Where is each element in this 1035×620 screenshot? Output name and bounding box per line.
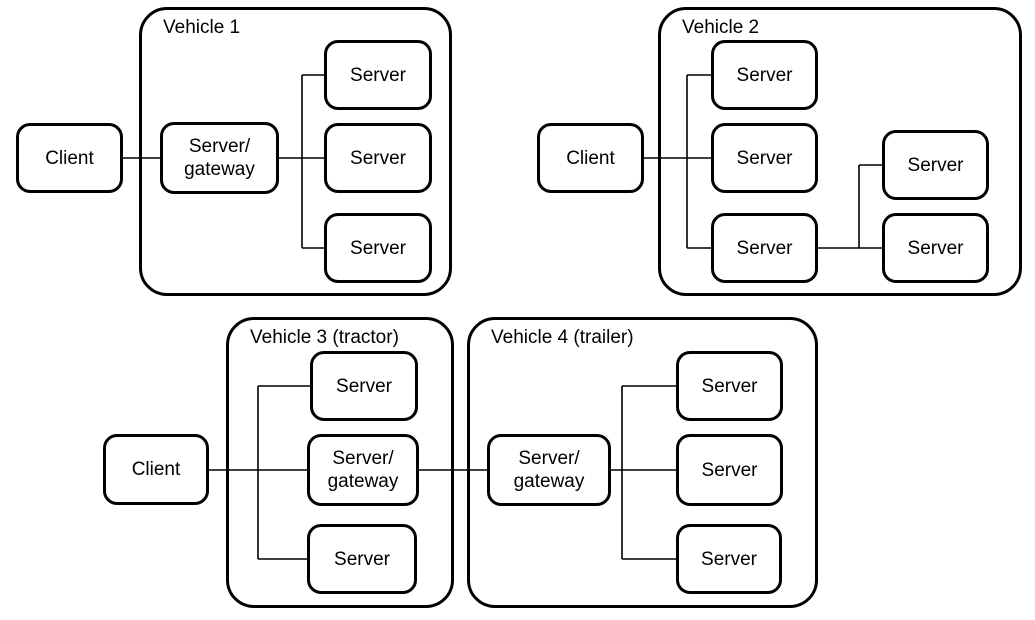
vehicle4-gateway-node: Server/ gateway: [487, 434, 611, 506]
vehicle1-server-node-2: Server: [324, 123, 432, 193]
vehicle3-boundary: Vehicle 3 (tractor): [226, 317, 454, 608]
vehicle1-client-node: Client: [16, 123, 123, 193]
vehicle2-server-node-1: Server: [711, 40, 818, 110]
vehicle1-boundary: Vehicle 1: [139, 7, 452, 296]
vehicle3-title: Vehicle 3 (tractor): [250, 327, 399, 348]
vehicle1-server-node-3: Server: [324, 213, 432, 283]
vehicle4-server-node-3: Server: [676, 524, 782, 594]
vehicle4-server-node-1: Server: [676, 351, 783, 421]
vehicle3-client-node: Client: [103, 434, 209, 505]
vehicle2-server-node-5: Server: [882, 213, 989, 283]
vehicle3-server-node-bottom: Server: [307, 524, 417, 594]
vehicle2-server-node-3: Server: [711, 213, 818, 283]
vehicle2-boundary: Vehicle 2: [658, 7, 1022, 296]
vehicle3-server-node-top: Server: [310, 351, 418, 421]
vehicle1-server-node-1: Server: [324, 40, 432, 110]
vehicle2-title: Vehicle 2: [682, 17, 760, 38]
vehicle4-title: Vehicle 4 (trailer): [491, 327, 634, 348]
vehicle4-server-node-2: Server: [676, 434, 783, 506]
vehicle2-server-node-4: Server: [882, 130, 989, 200]
vehicle1-gateway-node: Server/ gateway: [160, 122, 279, 194]
vehicle4-boundary: Vehicle 4 (trailer): [467, 317, 818, 608]
vehicle2-client-node: Client: [537, 123, 644, 193]
vehicle1-title: Vehicle 1: [163, 17, 241, 38]
vehicle3-gateway-node: Server/ gateway: [307, 434, 419, 506]
vehicle2-server-node-2: Server: [711, 123, 818, 193]
